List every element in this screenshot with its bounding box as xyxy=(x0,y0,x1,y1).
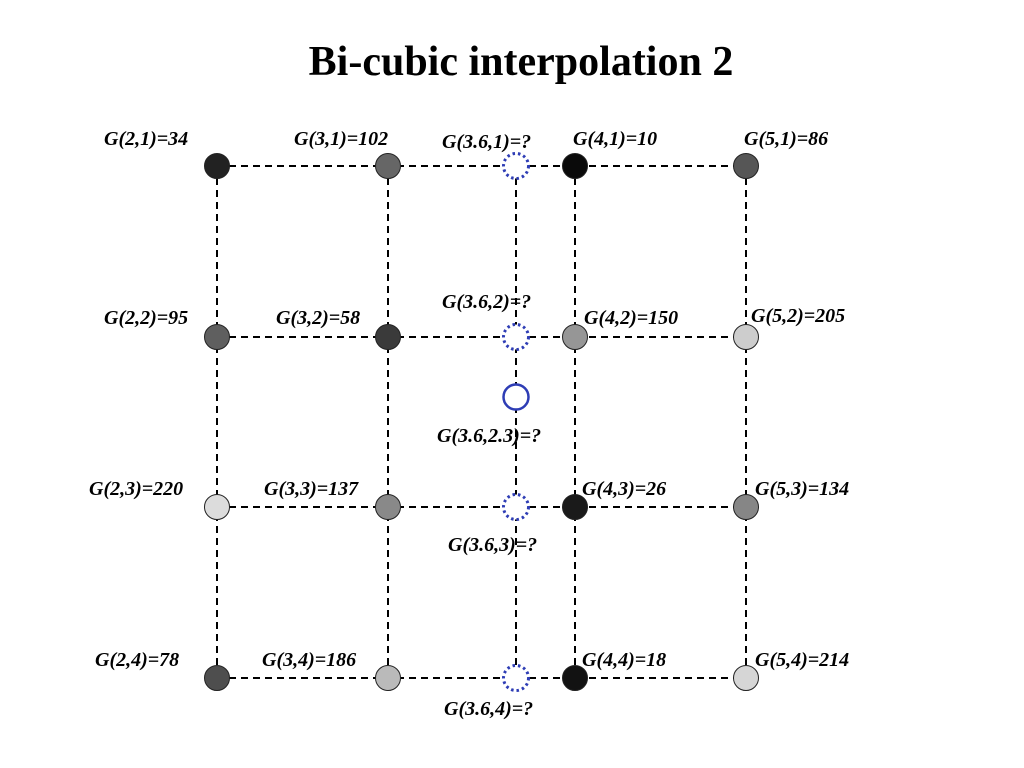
node-label-4-4: G(4,4)=18 xyxy=(582,649,666,671)
node-3-2 xyxy=(375,324,401,350)
node-label-3-2: G(3,2)=58 xyxy=(276,307,360,329)
node-2-2 xyxy=(204,324,230,350)
target-node xyxy=(502,383,530,411)
node-label-5-2: G(5,2)=205 xyxy=(751,305,845,327)
node-4-2 xyxy=(562,324,588,350)
node-label-2-4: G(2,4)=78 xyxy=(95,649,179,671)
node-label-5-4: G(5,4)=214 xyxy=(755,649,849,671)
intermediate-label-3: G(3.6,3)=? xyxy=(448,534,537,556)
node-3-3 xyxy=(375,494,401,520)
grid-lines xyxy=(216,165,747,679)
node-4-4 xyxy=(562,665,588,691)
node-2-1 xyxy=(204,153,230,179)
node-label-3-1: G(3,1)=102 xyxy=(294,128,388,150)
node-label-2-1: G(2,1)=34 xyxy=(104,128,188,150)
node-3-4 xyxy=(375,665,401,691)
node-2-4 xyxy=(204,665,230,691)
node-3-1 xyxy=(375,153,401,179)
intermediate-label-2: G(3.6,2)=? xyxy=(442,291,531,313)
target-label: G(3.6,2.3)=? xyxy=(437,425,541,447)
intermediate-node-3 xyxy=(502,493,530,521)
node-4-3 xyxy=(562,494,588,520)
node-2-3 xyxy=(204,494,230,520)
grid-nodes xyxy=(204,152,759,692)
node-label-3-4: G(3,4)=186 xyxy=(262,649,356,671)
node-label-3-3: G(3,3)=137 xyxy=(264,478,359,500)
node-label-5-3: G(5,3)=134 xyxy=(755,478,849,500)
intermediate-label-4: G(3.6,4)=? xyxy=(444,698,533,720)
intermediate-node-2 xyxy=(502,323,530,351)
node-label-2-3: G(2,3)=220 xyxy=(89,478,183,500)
node-4-1 xyxy=(562,153,588,179)
node-label-4-2: G(4,2)=150 xyxy=(584,307,678,329)
slide-title: Bi-cubic interpolation 2 xyxy=(308,39,734,85)
node-5-1 xyxy=(733,153,759,179)
node-5-2 xyxy=(733,324,759,350)
node-label-5-1: G(5,1)=86 xyxy=(744,128,828,150)
node-5-3 xyxy=(733,494,759,520)
intermediate-node-4 xyxy=(502,664,530,692)
node-labels: G(2,1)=34 G(3,1)=102 G(4,1)=10 G(5,1)=86G(2… xyxy=(89,128,849,720)
node-label-4-3: G(4,3)=26 xyxy=(582,478,666,500)
node-5-4 xyxy=(733,665,759,691)
intermediate-label-1: G(3.6,1)=? xyxy=(442,131,531,153)
node-label-2-2: G(2,2)=95 xyxy=(104,307,188,329)
intermediate-node-1 xyxy=(502,152,530,180)
node-label-4-1: G(4,1)=10 xyxy=(573,128,657,150)
